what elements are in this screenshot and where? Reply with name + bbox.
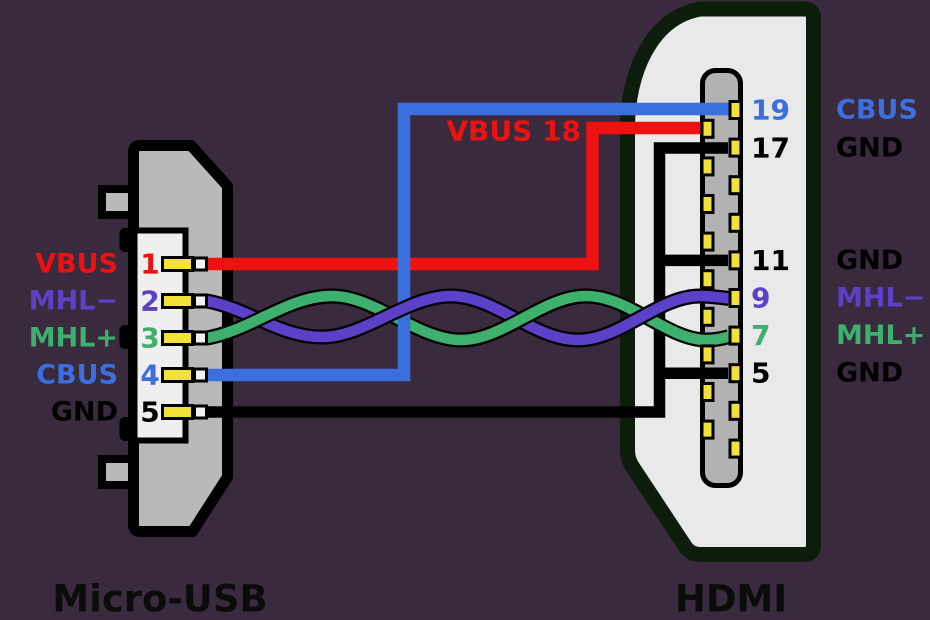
micro-usb-pins: [161, 256, 194, 420]
hdmi-pin-11: [728, 250, 743, 271]
hdmi-pin-1: [728, 438, 743, 459]
label-usb-cbus: CBUS: [36, 360, 118, 391]
mhl-plus-wire-over2: [460, 290, 587, 346]
hdmi-pin-number-11: 11: [751, 244, 790, 277]
micro-usb-pin-1-tip: [193, 256, 208, 272]
hdmi-pin-17: [728, 137, 743, 158]
usb-pin-number-4: 4: [140, 359, 159, 392]
hdmi-pin-10: [700, 269, 715, 290]
hdmi-pin-13: [728, 212, 743, 233]
hdmi-pin-15: [728, 175, 743, 196]
hdmi-pin-6: [700, 344, 715, 365]
label-usb-vbus: VBUS: [35, 249, 118, 280]
hdmi-pin-2: [700, 419, 715, 440]
label-hdmi-cbus: CBUS: [836, 95, 918, 126]
micro-usb-clip-middle: [119, 325, 133, 349]
label-usb-mhl-plus: MHL+: [29, 323, 118, 354]
hdmi-pin-9: [728, 288, 743, 308]
mhl-minus-wire: [205, 290, 730, 346]
hdmi-pin-number-17: 17: [751, 132, 790, 165]
hdmi-pin-number-7: 7: [751, 319, 770, 352]
micro-usb-pin-2-contact: [161, 293, 194, 309]
micro-usb-clip-bottom: [119, 417, 133, 441]
micro-usb-pin-5-contact: [161, 404, 194, 420]
hdmi-pin-5: [728, 363, 743, 384]
usb-pin-number-3: 3: [140, 322, 159, 355]
hdmi-pin-19: [728, 100, 743, 120]
micro-usb-clip-top: [119, 228, 133, 252]
hdmi-pin-4: [700, 382, 715, 402]
micro-usb-mount-tab-bottom: [98, 455, 136, 489]
hdmi-pin-number-9: 9: [751, 282, 770, 315]
hdmi-pin-8: [700, 306, 715, 327]
usb-pin-number-2: 2: [140, 285, 159, 318]
micro-usb-pin-3-tip: [193, 330, 208, 346]
hdmi-pin-14: [700, 194, 715, 214]
label-hdmi-mhl-minus: MHL−: [836, 283, 925, 314]
hdmi-pin-16: [700, 156, 715, 177]
label-vbus-18-route: VBUS 18: [446, 115, 581, 148]
label-hdmi-gnd-11: GND: [836, 245, 903, 276]
hdmi-pins: [700, 100, 743, 459]
label-hdmi-gnd-5: GND: [836, 358, 903, 389]
hdmi-pin-3: [728, 400, 743, 421]
title-micro-usb: Micro-USB: [52, 578, 267, 620]
gnd-wire: [207, 142, 728, 418]
label-usb-gnd: GND: [51, 397, 118, 428]
usb-pin-number-1: 1: [140, 248, 159, 281]
hdmi-pin-12: [700, 231, 715, 252]
micro-usb-mount-tab-top: [98, 185, 136, 219]
hdmi-pin-number-19: 19: [751, 94, 790, 127]
label-hdmi-mhl-plus: MHL+: [836, 320, 925, 351]
title-hdmi: HDMI: [675, 578, 787, 620]
micro-usb-pin-3-contact: [161, 330, 194, 346]
hdmi-pin-number-5: 5: [751, 357, 770, 390]
micro-usb-pin-tips: [193, 256, 208, 420]
micro-usb-pin-5-tip: [193, 404, 208, 420]
hdmi-pin-18: [700, 118, 715, 139]
label-usb-mhl-minus: MHL−: [29, 286, 118, 317]
label-hdmi-gnd-17: GND: [836, 133, 903, 164]
micro-usb-pin-4-tip: [193, 367, 208, 383]
micro-usb-pin-4-contact: [161, 367, 194, 383]
mhl-plus-wire-over1: [205, 290, 333, 344]
micro-usb-pin-2-tip: [193, 293, 208, 309]
hdmi-pin-7: [728, 325, 743, 346]
cbus-wire: [207, 102, 729, 382]
micro-usb-pin-1-contact: [161, 256, 194, 272]
usb-pin-number-5: 5: [140, 396, 159, 429]
